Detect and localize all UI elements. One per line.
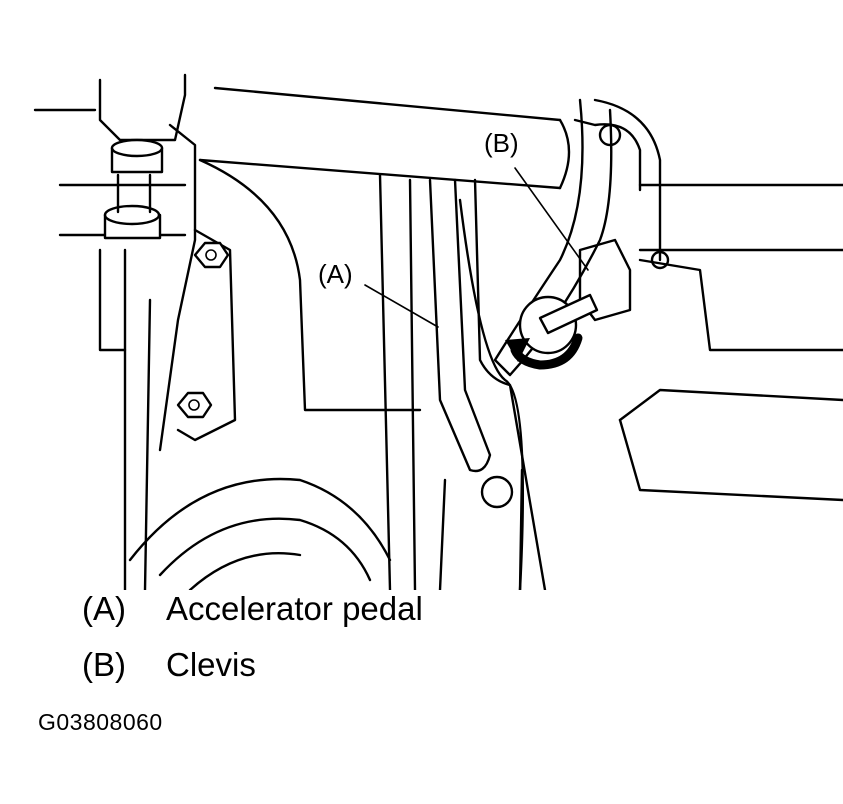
- pedal-assembly-illustration: (A) (B): [33, 73, 843, 590]
- right-housing: [593, 98, 843, 502]
- legend-key-b: (B): [82, 646, 126, 683]
- left-mounting-bracket: [98, 73, 237, 590]
- legend-label-a: Accelerator pedal: [166, 590, 423, 627]
- leader-line-a: [364, 284, 439, 328]
- callout-label-b: (B): [484, 128, 519, 158]
- accelerator-pedal-arm: [378, 173, 547, 590]
- curved-arrow-counterclockwise-icon: [505, 333, 583, 370]
- callout-label-a: (A): [318, 259, 353, 289]
- legend-row-clevis: (B) Clevis: [82, 648, 256, 681]
- base-plate: [128, 158, 524, 590]
- legend-key-a: (A): [82, 590, 126, 627]
- legend-row-accelerator-pedal: (A) Accelerator pedal: [82, 592, 423, 625]
- hex-nut-lower: [176, 391, 213, 419]
- legend-label-b: Clevis: [166, 646, 256, 683]
- leader-line-b: [514, 167, 589, 271]
- clevis-assembly: [493, 98, 670, 377]
- upper-frame-beam: [33, 86, 843, 252]
- hex-nut-upper: [193, 241, 230, 269]
- figure-code: G03808060: [38, 709, 163, 735]
